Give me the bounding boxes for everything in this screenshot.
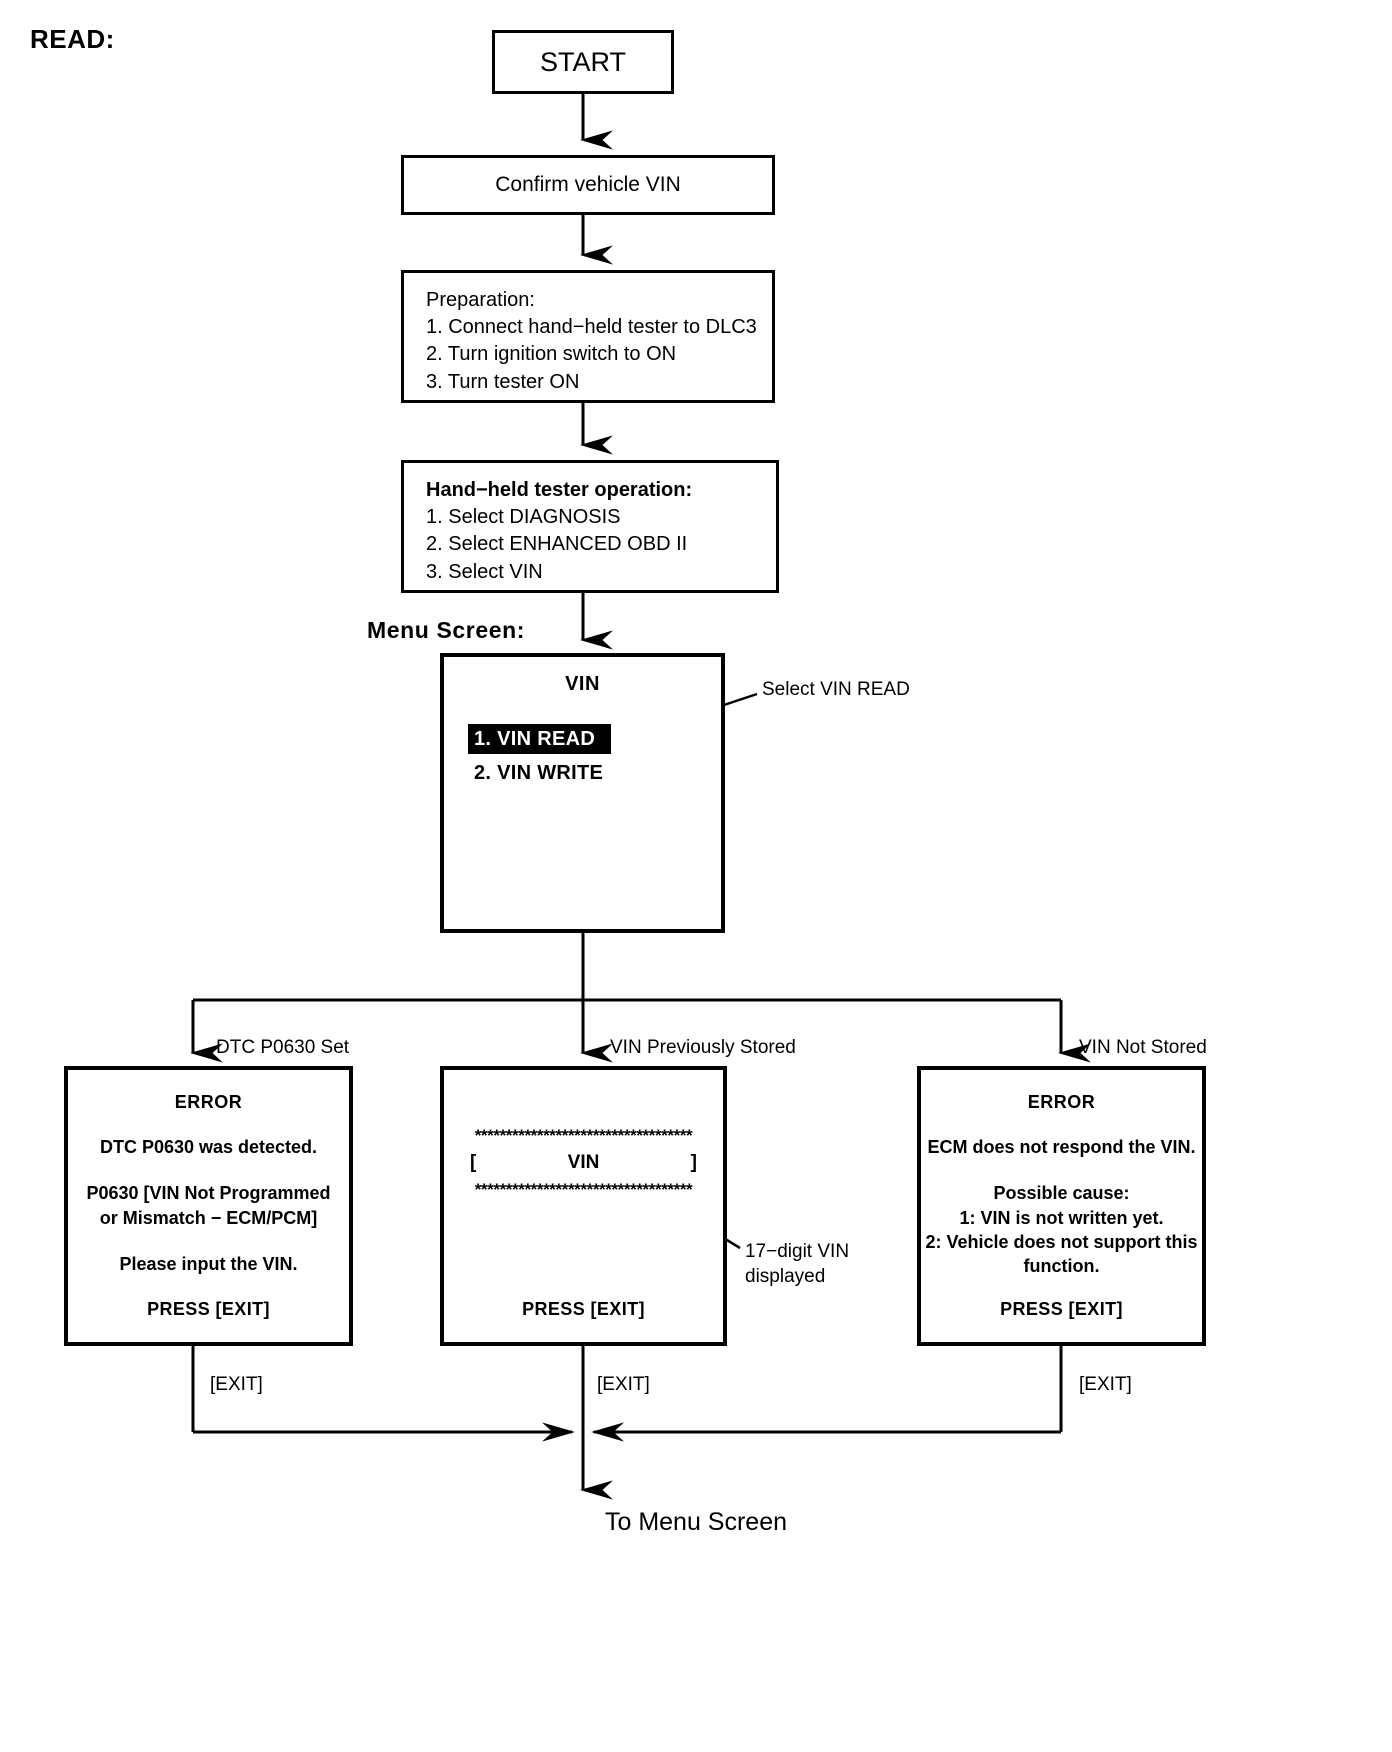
screen-vin-display: *********************************** [ VI… — [440, 1066, 727, 1346]
screen-vin-label: VIN — [567, 1152, 600, 1173]
footer-to-menu-screen: To Menu Screen — [604, 1508, 788, 1536]
node-tester-operation: Hand−held tester operation: 1. Select DI… — [401, 460, 779, 593]
callout-select-vin-read: Select VIN READ — [762, 679, 910, 700]
screen-vin-stars-top: *********************************** — [474, 1126, 693, 1145]
screen-no-response-causes: Possible cause: 1: VIN is not written ye… — [921, 1181, 1202, 1278]
menu-item-list: 1. VIN READ 2. VIN WRITE — [444, 724, 721, 787]
tester-operation-step-2: 2. Select ENHANCED OBD II — [426, 533, 688, 556]
screen-dtc-error-header: ERROR — [174, 1092, 243, 1112]
screen-no-response-cause-2b: function. — [1023, 1256, 1100, 1277]
screen-no-response-header: ERROR — [1027, 1092, 1096, 1112]
screen-vin-press-exit: PRESS [EXIT] — [522, 1299, 645, 1319]
menu-screen-caption: Menu Screen: — [367, 617, 526, 643]
menu-screen-title: VIN — [565, 673, 600, 695]
node-confirm-vin: Confirm vehicle VIN — [401, 155, 775, 215]
branch-label-dtc-set: DTC P0630 Set — [216, 1037, 350, 1058]
preparation-step-2: 2. Turn ignition switch to ON — [426, 343, 677, 366]
exit-label-middle: [EXIT] — [597, 1374, 650, 1395]
menu-item-vin-write[interactable]: 2. VIN WRITE — [474, 762, 604, 784]
screen-dtc-error-line-2b: or Mismatch − ECM/PCM] — [99, 1207, 318, 1228]
screen-vin-stars-bottom: *********************************** — [474, 1180, 693, 1199]
screen-no-response-press-exit: PRESS [EXIT] — [1000, 1299, 1123, 1319]
screen-dtc-error-line-2a: P0630 [VIN Not Programmed — [86, 1183, 331, 1204]
screen-no-response-cause-header: Possible cause: — [993, 1183, 1130, 1204]
exit-label-left: [EXIT] — [210, 1374, 263, 1395]
menu-item-vin-read[interactable]: 1. VIN READ — [468, 724, 612, 754]
node-preparation: Preparation: 1. Connect hand−held tester… — [401, 270, 775, 403]
branch-label-vin-not-stored: VIN Not Stored — [1079, 1037, 1207, 1058]
screen-vin-bracket-right: ] — [690, 1152, 697, 1173]
tester-menu-screen: VIN 1. VIN READ 2. VIN WRITE — [440, 653, 725, 933]
tester-operation-header: Hand−held tester operation: — [426, 479, 693, 501]
preparation-header: Preparation: — [426, 289, 535, 311]
callout-17-digit-vin-line-2: displayed — [745, 1265, 826, 1287]
page-title: READ: — [30, 24, 115, 54]
screen-vin-bracket-left: [ — [470, 1152, 477, 1173]
screen-no-response-cause-1: 1: VIN is not written yet. — [959, 1207, 1164, 1228]
screen-dtc-error-press-exit: PRESS [EXIT] — [147, 1299, 270, 1319]
screen-no-response-line-1: ECM does not respond the VIN. — [927, 1137, 1196, 1157]
callout-17-digit-vin-line-1: 17−digit VIN — [745, 1241, 850, 1262]
screen-dtc-error-line-2: P0630 [VIN Not Programmed or Mismatch − … — [68, 1181, 349, 1230]
preparation-step-1: 1. Connect hand−held tester to DLC3 — [426, 316, 757, 339]
node-start: START — [492, 30, 674, 94]
node-confirm-vin-label: Confirm vehicle VIN — [495, 173, 681, 196]
tester-operation-step-1: 1. Select DIAGNOSIS — [426, 506, 621, 529]
screen-dtc-error-line-3: Please input the VIN. — [119, 1253, 298, 1274]
exit-label-right: [EXIT] — [1079, 1374, 1132, 1395]
node-start-label: START — [539, 46, 626, 77]
screen-no-response-error: ERROR ECM does not respond the VIN. Poss… — [917, 1066, 1206, 1346]
preparation-step-3: 3. Turn tester ON — [426, 370, 580, 393]
screen-vin-value-row: [ VIN ] — [444, 1152, 723, 1174]
screen-dtc-error: ERROR DTC P0630 was detected. P0630 [VIN… — [64, 1066, 353, 1346]
branch-label-vin-stored: VIN Previously Stored — [610, 1037, 796, 1058]
screen-no-response-cause-2a: 2: Vehicle does not support this — [925, 1231, 1198, 1252]
callout-17-digit-vin: 17−digit VIN displayed — [745, 1240, 849, 1289]
screen-dtc-error-line-1: DTC P0630 was detected. — [99, 1137, 318, 1157]
tester-operation-step-3: 3. Select VIN — [426, 560, 543, 583]
